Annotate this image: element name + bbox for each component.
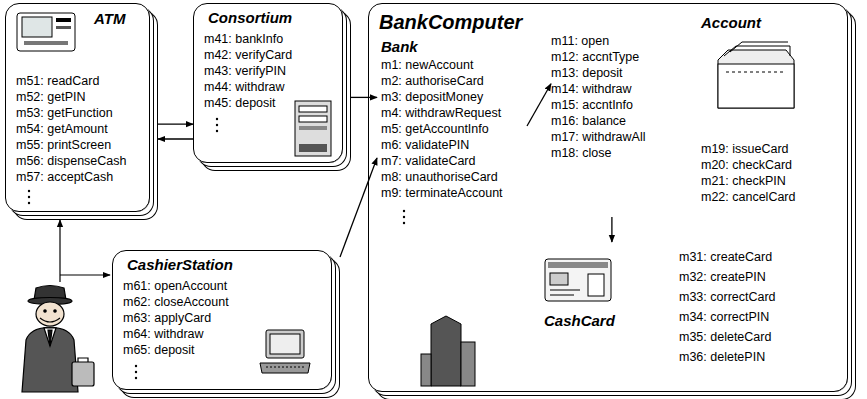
- method-label: m7: validateCard: [381, 154, 476, 169]
- method-label: m63: applyCard: [123, 311, 211, 326]
- method-label: m64: withdraw: [123, 327, 204, 342]
- node-title: ATM: [94, 10, 125, 28]
- message-arrow: [527, 84, 551, 126]
- person-to-cashier-arrow: [60, 274, 110, 275]
- method-label: m2: authoriseCard: [381, 74, 484, 89]
- method-label: m54: getAmount: [16, 122, 108, 137]
- person-to-atm-arrow: [59, 220, 60, 282]
- atm-icon: [16, 12, 76, 52]
- component-box: ATM m51: readCardm52: getPINm53: getFunct…: [5, 3, 150, 212]
- class-group: Bank m1: newAccountm2: authoriseCardm3: d…: [377, 38, 527, 238]
- method-label: m62: closeAccount: [123, 295, 229, 310]
- method-label: m16: balance: [551, 114, 626, 129]
- method-label: m5: getAccountInfo: [381, 122, 489, 137]
- continuation-dots: [214, 116, 220, 136]
- method-label: m52: getPIN: [16, 90, 85, 105]
- building-icon: [421, 314, 477, 388]
- node-title: CashCard: [544, 312, 615, 330]
- computer-icon: [258, 329, 312, 374]
- node-title: Account: [701, 14, 761, 32]
- method-label: m17: withdrawAll: [551, 130, 645, 145]
- method-label: m8: unauthoriseCard: [381, 170, 498, 185]
- method-label: m44: withdraw: [204, 80, 285, 95]
- method-label: m21: checkPIN: [701, 174, 786, 189]
- message-arrow: [158, 138, 193, 139]
- method-label: m22: cancelCard: [701, 190, 796, 205]
- continuation-dots: [26, 188, 32, 208]
- class-group: CashCard m31: createCard m32: createPIN m33…: [544, 242, 794, 382]
- method-label: m42: verifyCard: [204, 48, 292, 63]
- method-label: m13: deposit: [551, 66, 623, 81]
- node-title: BankComputer: [379, 10, 522, 34]
- method-label: m57: acceptCash: [16, 170, 113, 185]
- component-box: BankComputerBank m1: newAccountm2: author…: [368, 3, 848, 392]
- method-label: m55: printScreen: [16, 138, 111, 153]
- continuation-dots: [133, 363, 139, 383]
- method-label: m51: readCard: [16, 74, 99, 89]
- method-label: m34: correctPIN: [679, 310, 769, 325]
- node-title: Bank: [381, 38, 418, 56]
- method-label: m41: bankInfo: [204, 32, 283, 47]
- method-label: m11: open: [551, 34, 609, 49]
- message-arrow: [158, 124, 193, 125]
- node-title: Consortium: [208, 9, 292, 27]
- method-label: m6: validatePIN: [381, 138, 469, 153]
- method-label: m12: accntType: [551, 50, 639, 65]
- node-title: CashierStation: [127, 256, 233, 274]
- method-label: m32: createPIN: [679, 270, 766, 285]
- method-label: m45: deposit: [204, 96, 276, 111]
- component-box: Consortiumm41: bankInfom42: verifyCardm4…: [193, 3, 343, 163]
- message-arrow: [351, 97, 377, 98]
- method-label: m36: deletePIN: [679, 350, 765, 365]
- server-icon: [294, 100, 332, 157]
- method-label: m35: deleteCard: [679, 330, 771, 345]
- method-label: m65: deposit: [123, 343, 195, 358]
- folder-icon: [716, 42, 796, 110]
- method-label: m61: openAccount: [123, 279, 227, 294]
- class-group: Account m11: openm12: accntTypem13: depos…: [551, 12, 841, 217]
- customer-figure: [22, 220, 110, 392]
- card-icon: [544, 258, 612, 303]
- component-box: CashierStation m61: openAccountm62: close…: [112, 250, 332, 390]
- method-label: m14: withdraw: [551, 82, 632, 97]
- method-label: m20: checkCard: [701, 158, 792, 173]
- method-label: m43: verifyPIN: [204, 64, 286, 79]
- method-label: m18: close: [551, 146, 611, 161]
- method-label: m3: depositMoney: [381, 90, 483, 105]
- method-label: m33: correctCard: [679, 290, 776, 305]
- method-label: m9: terminateAccount: [381, 186, 503, 201]
- method-label: m56: dispenseCash: [16, 154, 126, 169]
- method-label: m19: issueCard: [701, 142, 789, 157]
- continuation-dots: [401, 208, 407, 228]
- message-arrow: [340, 158, 377, 257]
- method-label: m31: createCard: [679, 250, 772, 265]
- method-label: m1: newAccount: [381, 58, 473, 73]
- method-label: m4: withdrawRequest: [381, 106, 501, 121]
- method-label: m15: accntInfo: [551, 98, 633, 113]
- message-arrow: [611, 217, 612, 242]
- method-label: m53: getFunction: [16, 106, 113, 121]
